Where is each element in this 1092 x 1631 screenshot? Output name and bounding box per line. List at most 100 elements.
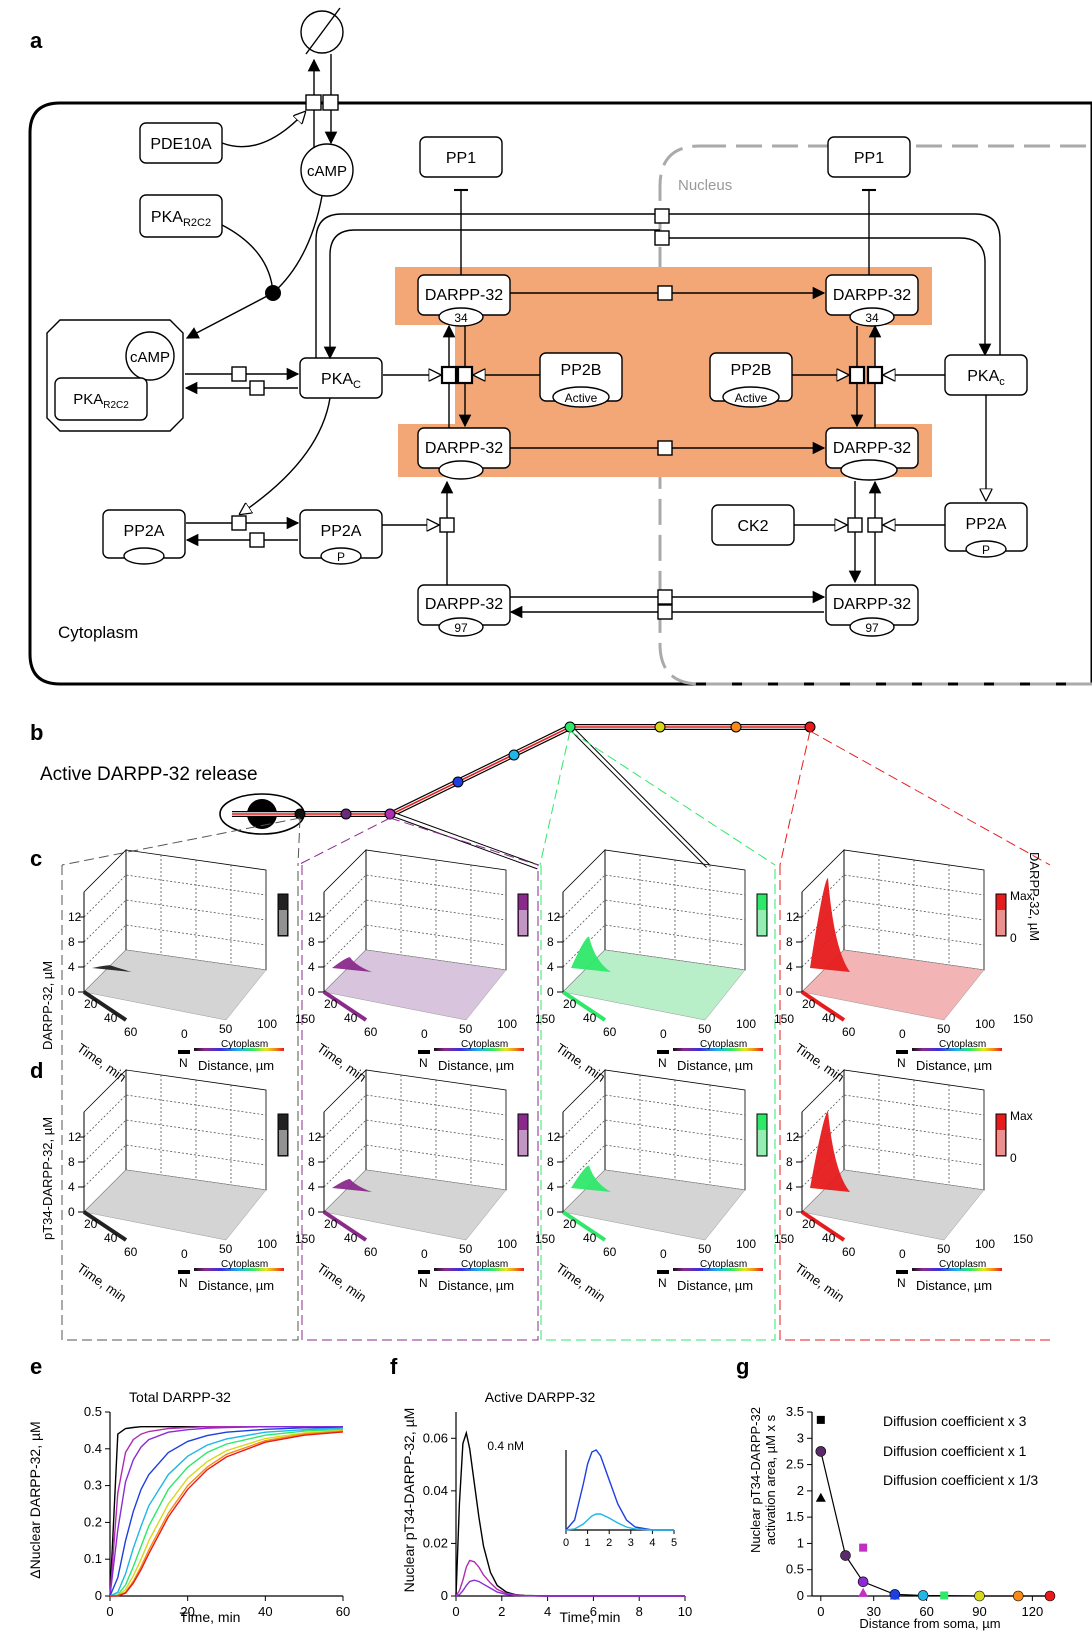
x-tick-label: 0 xyxy=(452,1604,459,1619)
z-tick-label: 12 xyxy=(308,1130,322,1144)
grid-h xyxy=(562,1144,746,1188)
grid-h xyxy=(323,1144,507,1188)
pp2a-left-label: PP2A xyxy=(124,523,165,540)
legend-x1: Diffusion coefficient x 1 xyxy=(883,1443,1027,1459)
z-tick-label: 4 xyxy=(547,1180,554,1194)
active-release-label: Active DARPP-32 release xyxy=(40,764,258,785)
grid-h xyxy=(323,874,507,918)
inset-x-tick-label: 3 xyxy=(628,1537,634,1549)
darpp34-left-site-label: 34 xyxy=(454,311,468,325)
series-line-8 xyxy=(109,1431,344,1597)
nucleus-marker xyxy=(657,1050,669,1054)
z-tick-label: 4 xyxy=(308,960,315,974)
grid-h xyxy=(562,924,746,968)
phospho-right-sq2 xyxy=(866,365,884,385)
z-tick-label: 0 xyxy=(68,985,75,999)
panel-a: a Nucleus Cytoplasm PDE10A cAMP PKAR2C2 xyxy=(28,7,1092,686)
grid-h xyxy=(801,1144,985,1188)
zoom-purple-left xyxy=(297,817,391,866)
nucleus-label: N xyxy=(658,1276,667,1290)
distance-tick-label: 150 xyxy=(535,1012,555,1026)
distance-tick-label: 100 xyxy=(497,1017,517,1031)
chart-e-title: Total DARPP-32 xyxy=(129,1389,231,1405)
right-dephos-sq xyxy=(867,517,883,533)
grid-h xyxy=(323,924,507,968)
marker-triangle xyxy=(815,1492,826,1502)
time-tick-label: 20 xyxy=(802,1217,816,1231)
time-tick-label: 60 xyxy=(603,1245,617,1259)
cytoplasm-label: Cytoplasm xyxy=(939,1259,986,1270)
pp2a-right-site-label: P xyxy=(982,543,990,557)
distance-tick-label: 100 xyxy=(257,1237,277,1251)
zoom-red-left xyxy=(779,730,811,866)
pp2b-left-state-label: Active xyxy=(565,391,598,405)
darpp97-left-site xyxy=(438,617,484,637)
distance-axis-label: Distance, µm xyxy=(198,1058,274,1073)
cytoplasm-label: Cytoplasm xyxy=(221,1259,268,1270)
x-tick-label: 2 xyxy=(498,1604,505,1619)
marker-circle xyxy=(840,1550,851,1561)
time-axis-label: Time, min xyxy=(74,1040,129,1085)
panel-letter-a: a xyxy=(30,28,43,53)
darpp97-left-site-label: 97 xyxy=(454,621,468,635)
darpp34-left-label: DARPP-32 xyxy=(425,287,503,304)
edge-stripe xyxy=(322,1210,368,1242)
surface-peak xyxy=(810,878,850,972)
darpp34-right-site-label: 34 xyxy=(865,311,879,325)
y-tick-label: 2.5 xyxy=(786,1457,804,1472)
darpp97-right-site xyxy=(849,617,895,637)
z-tick-label: 12 xyxy=(68,910,82,924)
distance-tick-label: 150 xyxy=(295,1012,315,1026)
panel-letter-d: d xyxy=(30,1058,43,1083)
grid-h xyxy=(83,874,267,918)
z-tick-label: 4 xyxy=(308,1180,315,1194)
colorbar-fade xyxy=(279,1130,287,1155)
grid-h xyxy=(801,874,985,918)
pka-import-left xyxy=(323,229,660,360)
y-tick-label: 0.5 xyxy=(84,1404,102,1419)
z-tick-label: 0 xyxy=(308,1205,315,1219)
cell-membrane xyxy=(28,101,1092,686)
shade-middle xyxy=(455,320,875,426)
camp-node xyxy=(300,143,354,197)
zoom-purple-right xyxy=(389,817,539,866)
distance-tick-label: 150 xyxy=(535,1232,555,1246)
distance-tick-label: 150 xyxy=(1013,1012,1033,1026)
frame-red xyxy=(779,865,1050,1341)
cytoplasm-colorbar xyxy=(673,1048,763,1051)
pp2a-left-site xyxy=(123,547,165,565)
distance-tick-label: 0 xyxy=(181,1027,188,1041)
time-tick-label: 40 xyxy=(104,1231,118,1245)
series-line-0 xyxy=(455,1430,685,1597)
surface-peak xyxy=(332,957,372,972)
colorbar-min-label: 0 xyxy=(1010,931,1017,945)
time-tick-label: 60 xyxy=(603,1025,617,1039)
zoom-black-left xyxy=(61,817,301,866)
nucleus-label: N xyxy=(419,1276,428,1290)
inset-x-tick-label: 2 xyxy=(606,1537,612,1549)
grid-h xyxy=(801,1094,985,1138)
marker-circle xyxy=(917,1590,929,1601)
y-tick-label: 0.3 xyxy=(84,1478,102,1493)
legend-x3: Diffusion coefficient x 3 xyxy=(883,1413,1027,1429)
z-tick-label: 8 xyxy=(68,935,75,949)
nucleus-label: N xyxy=(897,1056,906,1070)
panel-letter-f: f xyxy=(390,1354,398,1379)
grid-h xyxy=(323,899,507,943)
series-line-3 xyxy=(109,1426,344,1597)
cytoplasm-colorbar xyxy=(673,1268,763,1271)
distance-tick-label: 0 xyxy=(421,1027,428,1041)
complex-camp-label: cAMP xyxy=(130,349,170,366)
grid-h xyxy=(801,924,985,968)
colorbar-fade xyxy=(997,910,1005,935)
darpp97-right-site-label: 97 xyxy=(865,621,879,635)
distance-tick-label: 100 xyxy=(736,1237,756,1251)
pka-export-right xyxy=(669,213,1001,370)
pka-r2c2-node xyxy=(139,194,223,238)
distance-tick-label: 50 xyxy=(219,1022,233,1036)
membrane-transporter-out xyxy=(305,94,322,111)
series-line-0 xyxy=(109,1425,343,1597)
panel-letter-g: g xyxy=(736,1354,749,1379)
